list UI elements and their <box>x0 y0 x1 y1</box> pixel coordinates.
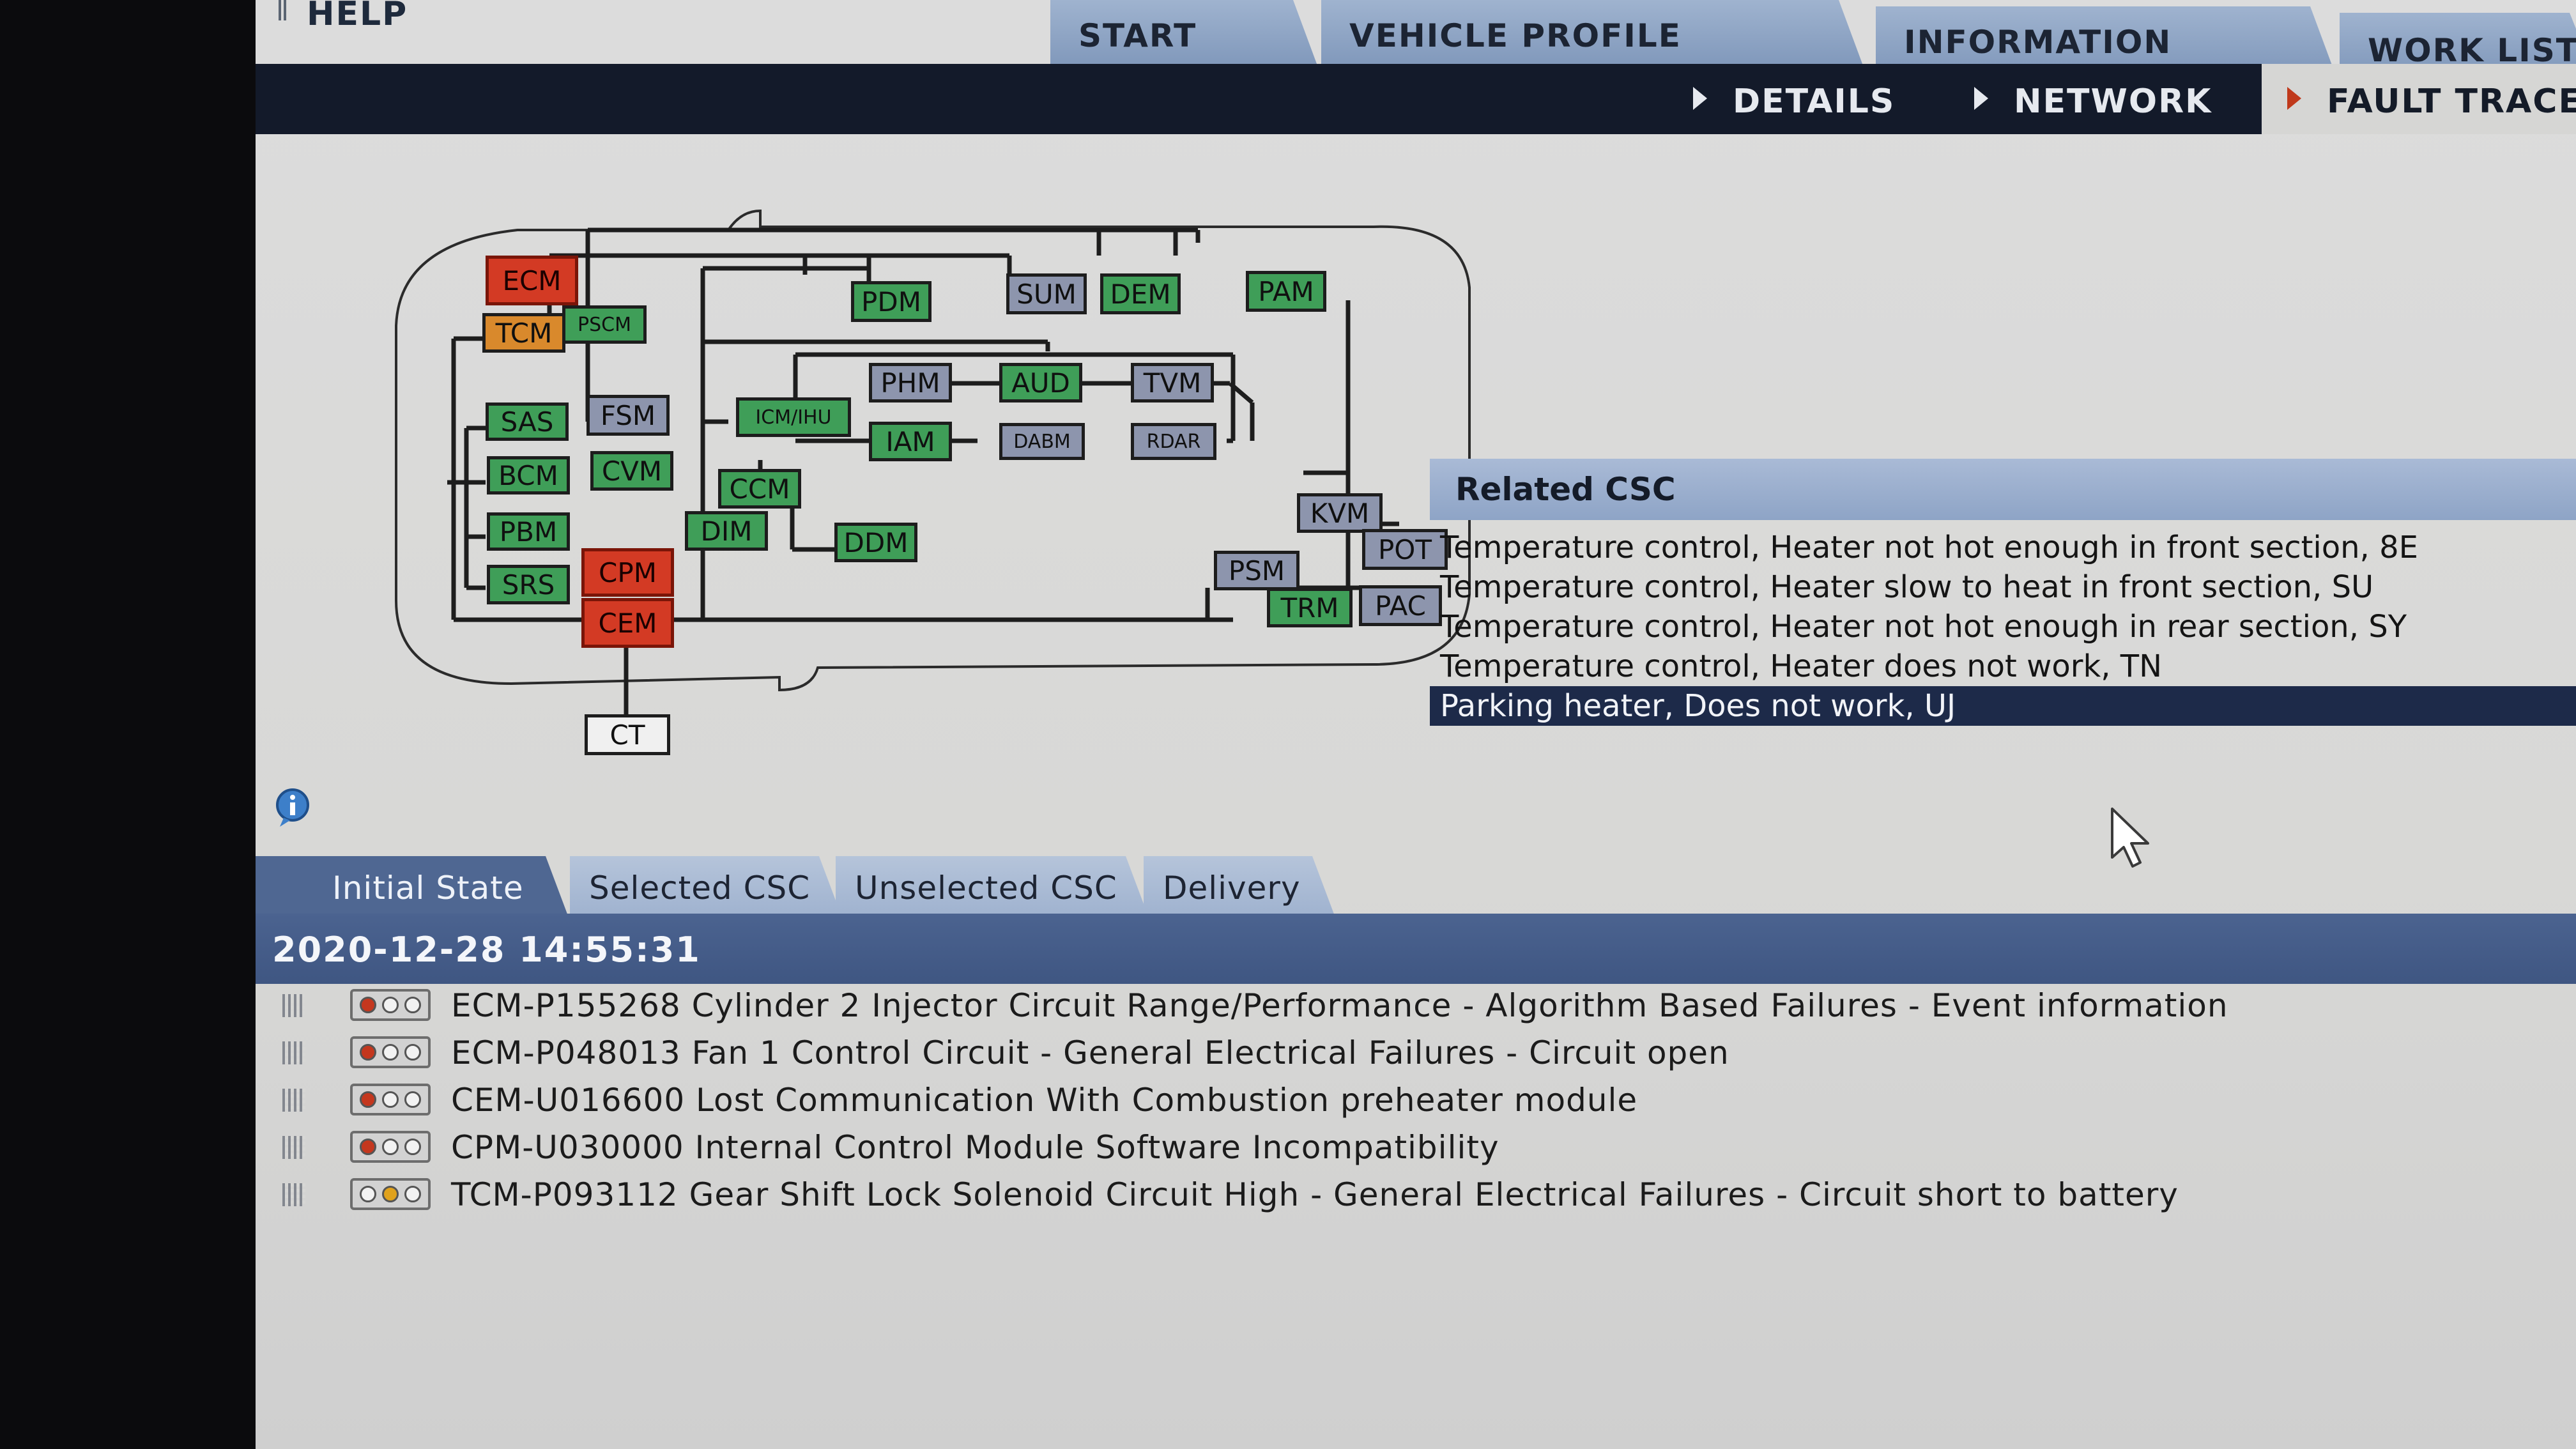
node-bcm[interactable]: BCM <box>487 456 570 494</box>
fault-status-indicator <box>350 989 431 1021</box>
drag-grip-icon[interactable] <box>282 994 305 1017</box>
node-aud[interactable]: AUD <box>999 363 1082 402</box>
subtab-details[interactable]: DETAILS <box>1693 64 1895 134</box>
fault-text: CEM-U016600 Lost Communication With Comb… <box>451 1082 1638 1119</box>
tab-initial-state[interactable]: Initial State <box>256 856 569 917</box>
status-dot-off <box>359 1186 376 1202</box>
related-csc-panel: Related CSC Temperature control, Heater … <box>1430 459 2576 727</box>
fault-status-indicator <box>350 1084 431 1116</box>
subtab-fault-trace[interactable]: FAULT TRACE <box>2262 64 2576 134</box>
subtab-network[interactable]: NETWORK <box>1974 64 2212 134</box>
vehicle-outline <box>395 209 1471 692</box>
tab-unselected-csc[interactable]: Unselected CSC <box>836 856 1149 917</box>
status-dot-off <box>404 1044 422 1061</box>
node-pot[interactable]: POT <box>1362 529 1448 570</box>
node-trm[interactable]: TRM <box>1267 588 1353 627</box>
status-dot-off <box>381 1044 399 1061</box>
node-phm[interactable]: PHM <box>869 363 952 402</box>
node-dabm[interactable]: DABM <box>999 423 1085 460</box>
fault-row[interactable]: ECM-P048013 Fan 1 Control Circuit - Gene… <box>256 1030 2556 1075</box>
vehicle-network-diagram: ECM TCM PSCM PDM SUM DEM PAM SAS FSM ICM… <box>319 192 1725 779</box>
status-dot-off <box>404 997 422 1013</box>
status-dot-red <box>359 1044 376 1061</box>
tab-selected-csc[interactable]: Selected CSC <box>570 856 842 917</box>
status-dot-off <box>404 1186 422 1202</box>
node-dem[interactable]: DEM <box>1100 273 1181 314</box>
tab-delivery[interactable]: Delivery <box>1144 856 1335 917</box>
node-icm-ihu[interactable]: ICM/IHU <box>736 397 851 437</box>
node-cvm[interactable]: CVM <box>590 451 673 491</box>
mouse-pointer-icon <box>2111 808 2149 868</box>
tab-start[interactable]: START <box>1050 0 1319 69</box>
node-kvm[interactable]: KVM <box>1297 493 1383 533</box>
node-srs[interactable]: SRS <box>487 565 570 604</box>
status-dot-red <box>359 1091 376 1108</box>
fault-row[interactable]: ECM-P155268 Cylinder 2 Injector Circuit … <box>256 983 2556 1027</box>
node-psm[interactable]: PSM <box>1214 551 1300 590</box>
fault-text: CPM-U030000 Internal Control Module Soft… <box>451 1129 1499 1166</box>
drag-grip-icon[interactable] <box>282 1136 305 1159</box>
status-dot-off <box>381 997 399 1013</box>
node-ccm[interactable]: CCM <box>718 469 801 509</box>
tab-vehicle-profile[interactable]: VEHICLE PROFILE <box>1321 0 1864 69</box>
drag-grip-icon[interactable] <box>282 1089 305 1112</box>
node-tcm[interactable]: TCM <box>482 313 565 353</box>
node-pbm[interactable]: PBM <box>487 512 570 551</box>
grip-icon <box>279 0 289 20</box>
session-timestamp: 2020-12-28 14:55:31 <box>256 914 2576 984</box>
csc-item[interactable]: Temperature control, Heater slow to heat… <box>1440 569 2374 605</box>
help-menu[interactable]: HELP <box>307 0 408 33</box>
related-csc-title: Related CSC <box>1430 459 2576 520</box>
status-dot-red <box>359 997 376 1013</box>
csc-item-selected[interactable]: Parking heater, Does not work, UJ <box>1430 686 2576 726</box>
fault-status-indicator <box>350 1036 431 1068</box>
node-iam[interactable]: IAM <box>869 422 952 461</box>
node-pac[interactable]: PAC <box>1359 585 1442 626</box>
play-arrow-icon <box>1974 87 1988 110</box>
play-arrow-icon <box>1693 87 1707 110</box>
fault-status-indicator <box>350 1131 431 1163</box>
csc-item[interactable]: Temperature control, Heater not hot enou… <box>1440 530 2418 565</box>
status-dot-off <box>381 1091 399 1108</box>
node-sas[interactable]: SAS <box>486 402 569 441</box>
node-dim[interactable]: DIM <box>685 511 768 551</box>
status-dot-off <box>404 1138 422 1155</box>
fault-text: ECM-P048013 Fan 1 Control Circuit - Gene… <box>451 1034 1729 1071</box>
fault-row[interactable]: CPM-U030000 Internal Control Module Soft… <box>256 1124 2556 1169</box>
node-pdm[interactable]: PDM <box>851 281 931 322</box>
fault-text: TCM-P093112 Gear Shift Lock Solenoid Cir… <box>451 1176 2179 1213</box>
fault-row[interactable]: CEM-U016600 Lost Communication With Comb… <box>256 1077 2556 1122</box>
info-icon[interactable] <box>271 786 314 829</box>
sub-navigation-bar: DETAILS NETWORK FAULT TRACE <box>256 64 2576 134</box>
node-ct[interactable]: CT <box>585 714 670 755</box>
node-ddm[interactable]: DDM <box>834 523 917 562</box>
node-pam[interactable]: PAM <box>1246 271 1326 312</box>
drag-grip-icon[interactable] <box>282 1041 305 1064</box>
status-dot-red <box>359 1138 376 1155</box>
node-ecm[interactable]: ECM <box>486 256 578 305</box>
node-fsm[interactable]: FSM <box>586 395 670 436</box>
diagnostic-app-window: HELP START VEHICLE PROFILE INFORMATION W… <box>256 0 2576 1449</box>
fault-row[interactable]: TCM-P093112 Gear Shift Lock Solenoid Cir… <box>256 1172 2556 1216</box>
node-rdar[interactable]: RDAR <box>1131 423 1216 460</box>
status-dot-off <box>381 1138 399 1155</box>
play-arrow-icon <box>2287 87 2301 110</box>
csc-item[interactable]: Temperature control, Heater not hot enou… <box>1440 609 2407 645</box>
fault-text: ECM-P155268 Cylinder 2 Injector Circuit … <box>451 987 2228 1024</box>
node-pscm[interactable]: PSCM <box>562 305 647 344</box>
node-sum[interactable]: SUM <box>1006 273 1087 314</box>
drag-grip-icon[interactable] <box>282 1183 305 1206</box>
node-cem[interactable]: CEM <box>581 598 674 648</box>
csc-item[interactable]: Temperature control, Heater does not wor… <box>1440 648 2162 684</box>
node-cpm[interactable]: CPM <box>581 548 674 597</box>
status-dot-off <box>404 1091 422 1108</box>
fault-status-indicator <box>350 1178 431 1210</box>
status-dot-yellow <box>381 1186 399 1202</box>
node-tvm[interactable]: TVM <box>1131 363 1214 402</box>
